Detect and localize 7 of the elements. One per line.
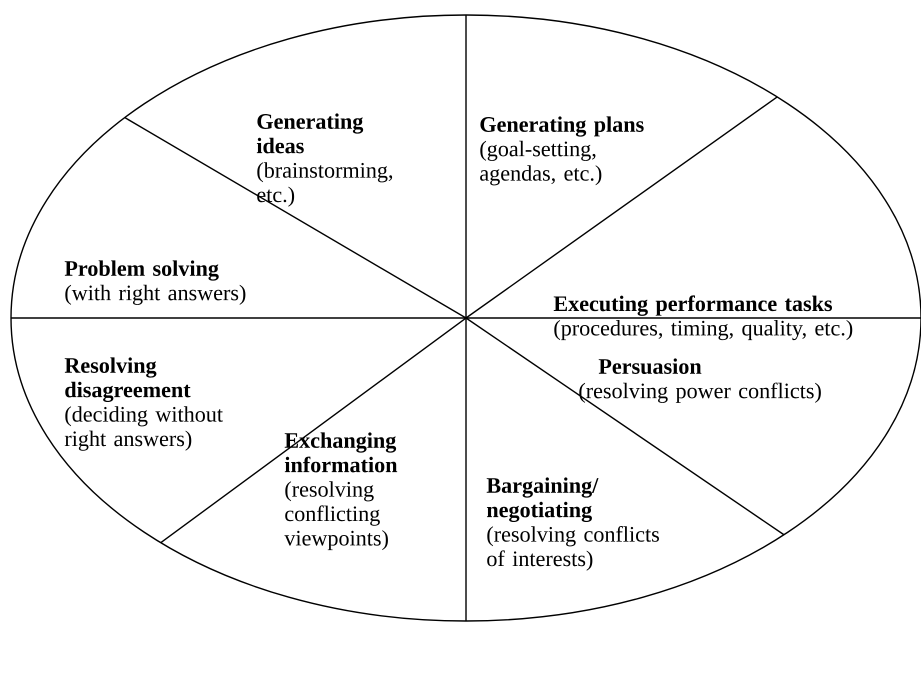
sector-label: Bargaining/ negotiating (resolving conflicts of interests): [486, 477, 659, 571]
sector-label: Generating ideas (brainstorming, etc.): [256, 113, 392, 207]
sector-label: Persuasion (resolving power conflicts): [579, 358, 821, 403]
sector-label: Problem solving (with right answers): [64, 260, 246, 305]
sector-label: Resolving disagreement (deciding without right answers): [64, 357, 223, 451]
sector-label: Executing performance tasks (procedures, timing, quality, etc.): [554, 295, 852, 340]
sector-label: Generating plans (goal-setting, agendas, etc.): [480, 116, 644, 186]
